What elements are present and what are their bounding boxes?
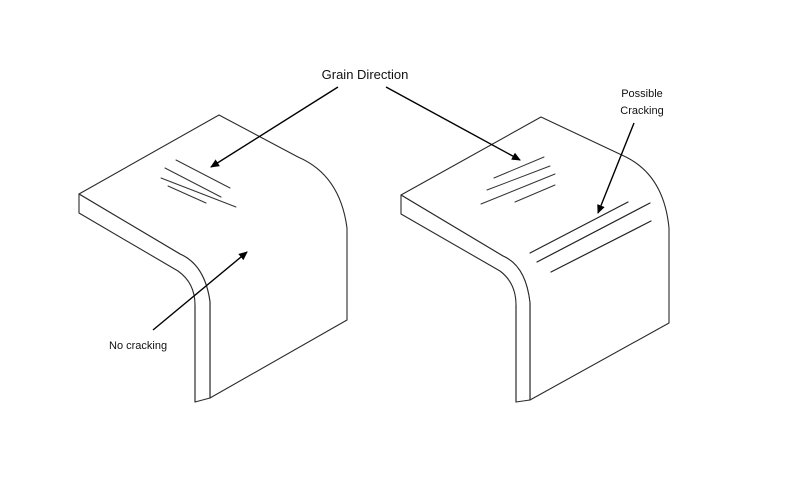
possible-cracking-arrow	[597, 122, 635, 214]
left-bent-bracket	[78, 114, 348, 403]
grain-arrow-left	[210, 86, 339, 168]
no-cracking-label: No cracking	[109, 340, 167, 352]
no-cracking-arrow	[152, 251, 248, 331]
possible-cracking-label-line2: Cracking	[620, 105, 663, 117]
left-grain-lines	[160, 159, 237, 208]
right-bent-bracket	[400, 116, 670, 403]
left-top-surface	[78, 114, 348, 399]
grain-arrow-right	[385, 86, 521, 161]
possible-cracking-label-line1: Possible	[621, 88, 663, 100]
crack-lines	[529, 201, 652, 273]
right-top-surface	[400, 116, 670, 401]
right-grain-lines	[480, 156, 556, 205]
grain-direction-label: Grain Direction	[322, 67, 409, 82]
